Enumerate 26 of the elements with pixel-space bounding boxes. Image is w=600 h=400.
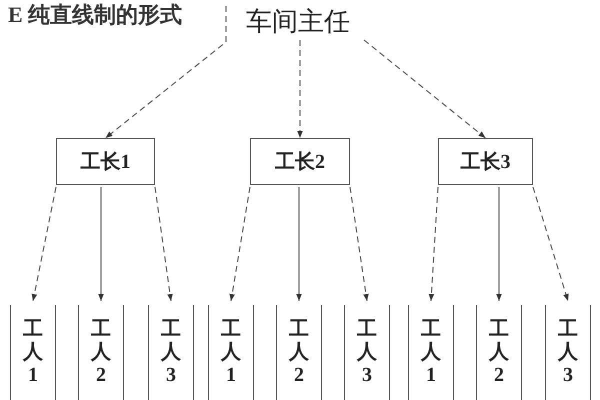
title-label: 车间主任 bbox=[232, 2, 364, 40]
worker-box: 工人1 bbox=[208, 305, 254, 400]
worker-box: 工人2 bbox=[78, 305, 124, 400]
worker-box: 工人3 bbox=[545, 305, 591, 400]
arrow bbox=[32, 186, 56, 302]
foreman-box: 工长2 bbox=[250, 138, 350, 185]
arrow bbox=[98, 186, 104, 302]
foreman-box: 工长3 bbox=[438, 138, 533, 185]
worker-box: 工人2 bbox=[276, 305, 322, 400]
arrow bbox=[297, 40, 303, 138]
worker-box: 工人1 bbox=[10, 305, 56, 400]
arrow bbox=[364, 40, 486, 138]
worker-box: 工人3 bbox=[148, 305, 194, 400]
worker-box: 工人2 bbox=[476, 305, 522, 400]
arrow bbox=[428, 186, 438, 302]
arrow bbox=[532, 186, 569, 302]
arrow bbox=[496, 186, 502, 302]
diagram-title: E 纯直线制的形式 bbox=[8, 1, 182, 29]
arrow bbox=[154, 186, 173, 302]
arrow bbox=[105, 6, 226, 138]
arrow bbox=[350, 186, 369, 302]
worker-box: 工人1 bbox=[408, 305, 454, 400]
foreman-box: 工长1 bbox=[56, 138, 155, 185]
arrow bbox=[229, 186, 250, 302]
worker-box: 工人3 bbox=[344, 305, 390, 400]
arrow bbox=[296, 186, 302, 302]
